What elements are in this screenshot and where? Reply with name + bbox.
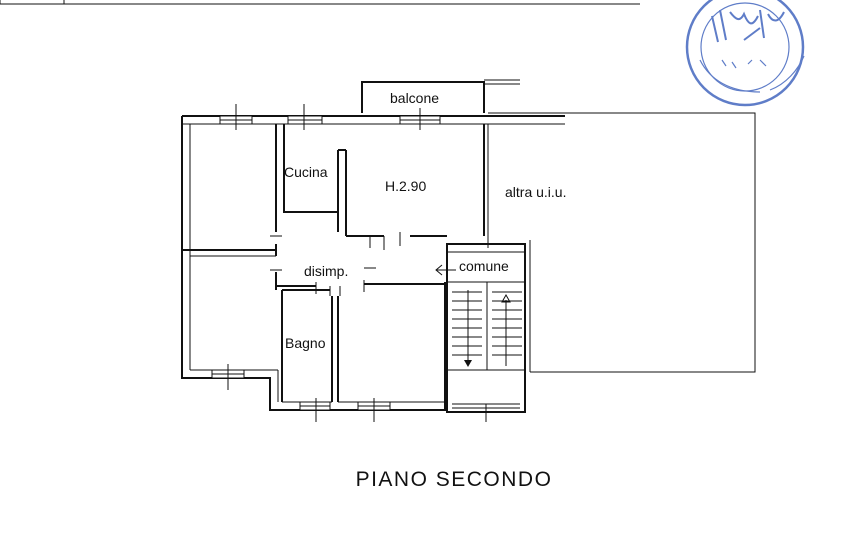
stair-treads-left <box>452 290 482 367</box>
window-bottom-2 <box>299 398 331 422</box>
window-top-3 <box>399 108 441 130</box>
page-frame <box>0 0 640 5</box>
room-label-height: H.2.90 <box>385 178 426 194</box>
official-stamp <box>685 0 805 107</box>
balcony <box>361 79 520 113</box>
window-bottom-3 <box>357 398 391 422</box>
other-unit-outline <box>487 112 756 373</box>
room-label-cucina: Cucina <box>284 164 328 180</box>
windows <box>211 104 487 422</box>
room-label-comune: comune <box>459 258 509 274</box>
room-label-balcone: balcone <box>390 90 439 106</box>
interior-walls <box>182 124 485 403</box>
stair-treads-right <box>492 291 522 366</box>
window-top-1 <box>219 104 253 130</box>
window-bottom-1 <box>211 364 245 390</box>
room-label-bagno: Bagno <box>285 335 326 351</box>
room-label-altra-uiu: altra u.i.u. <box>505 184 566 200</box>
room-label-disimpegno: disimp. <box>304 263 348 279</box>
entrance-arrow <box>435 264 456 276</box>
plan-title: PIANO SECONDO <box>356 468 553 491</box>
window-top-2 <box>287 104 323 130</box>
